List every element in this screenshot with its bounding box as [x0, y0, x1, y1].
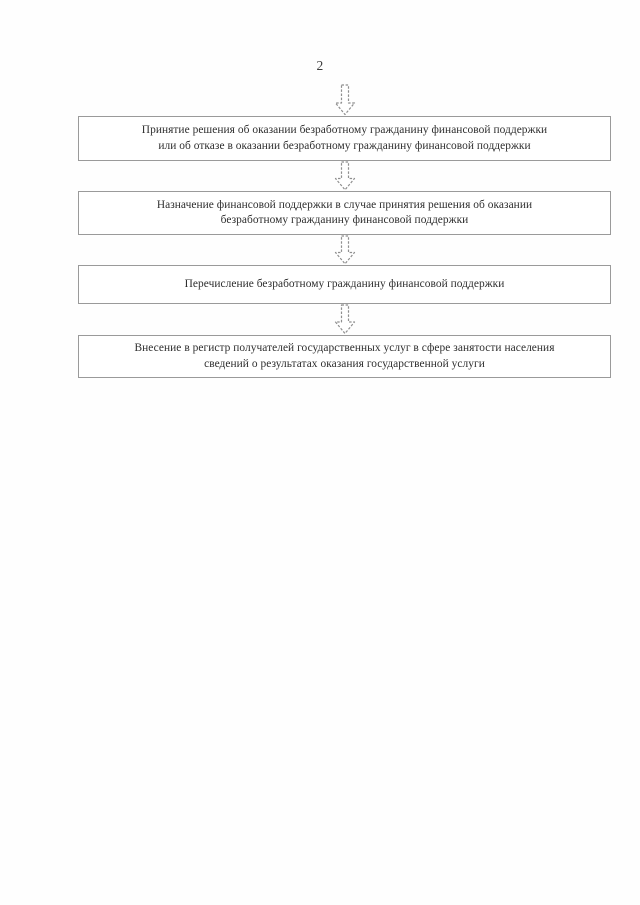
arrow-down-outline-icon-1 — [78, 84, 611, 116]
process-box-assignment[interactable]: Назначение финансовой поддержки в случае… — [78, 191, 611, 235]
page-number: 2 — [316, 58, 324, 73]
arrow-down-outline-icon-2 — [78, 161, 611, 191]
process-box-decision[interactable]: Принятие решения об оказании безработном… — [78, 116, 611, 161]
process-box-label: Внесение в регистр получателей государст… — [134, 342, 555, 370]
process-box-registry[interactable]: Внесение в регистр получателей государст… — [78, 335, 611, 378]
arrow-down-outline-icon-3 — [78, 235, 611, 265]
arrow-down-outline-icon-4 — [78, 304, 611, 335]
process-box-label: Принятие решения об оказании безработном… — [141, 124, 548, 152]
process-box-label: Перечисление безработному гражданину фин… — [184, 277, 505, 290]
process-box-label: Назначение финансовой поддержки в случае… — [156, 198, 533, 227]
process-flowchart: Принятие решения об оказании безработном… — [78, 84, 611, 378]
process-box-transfer[interactable]: Перечисление безработному гражданину фин… — [78, 265, 611, 304]
